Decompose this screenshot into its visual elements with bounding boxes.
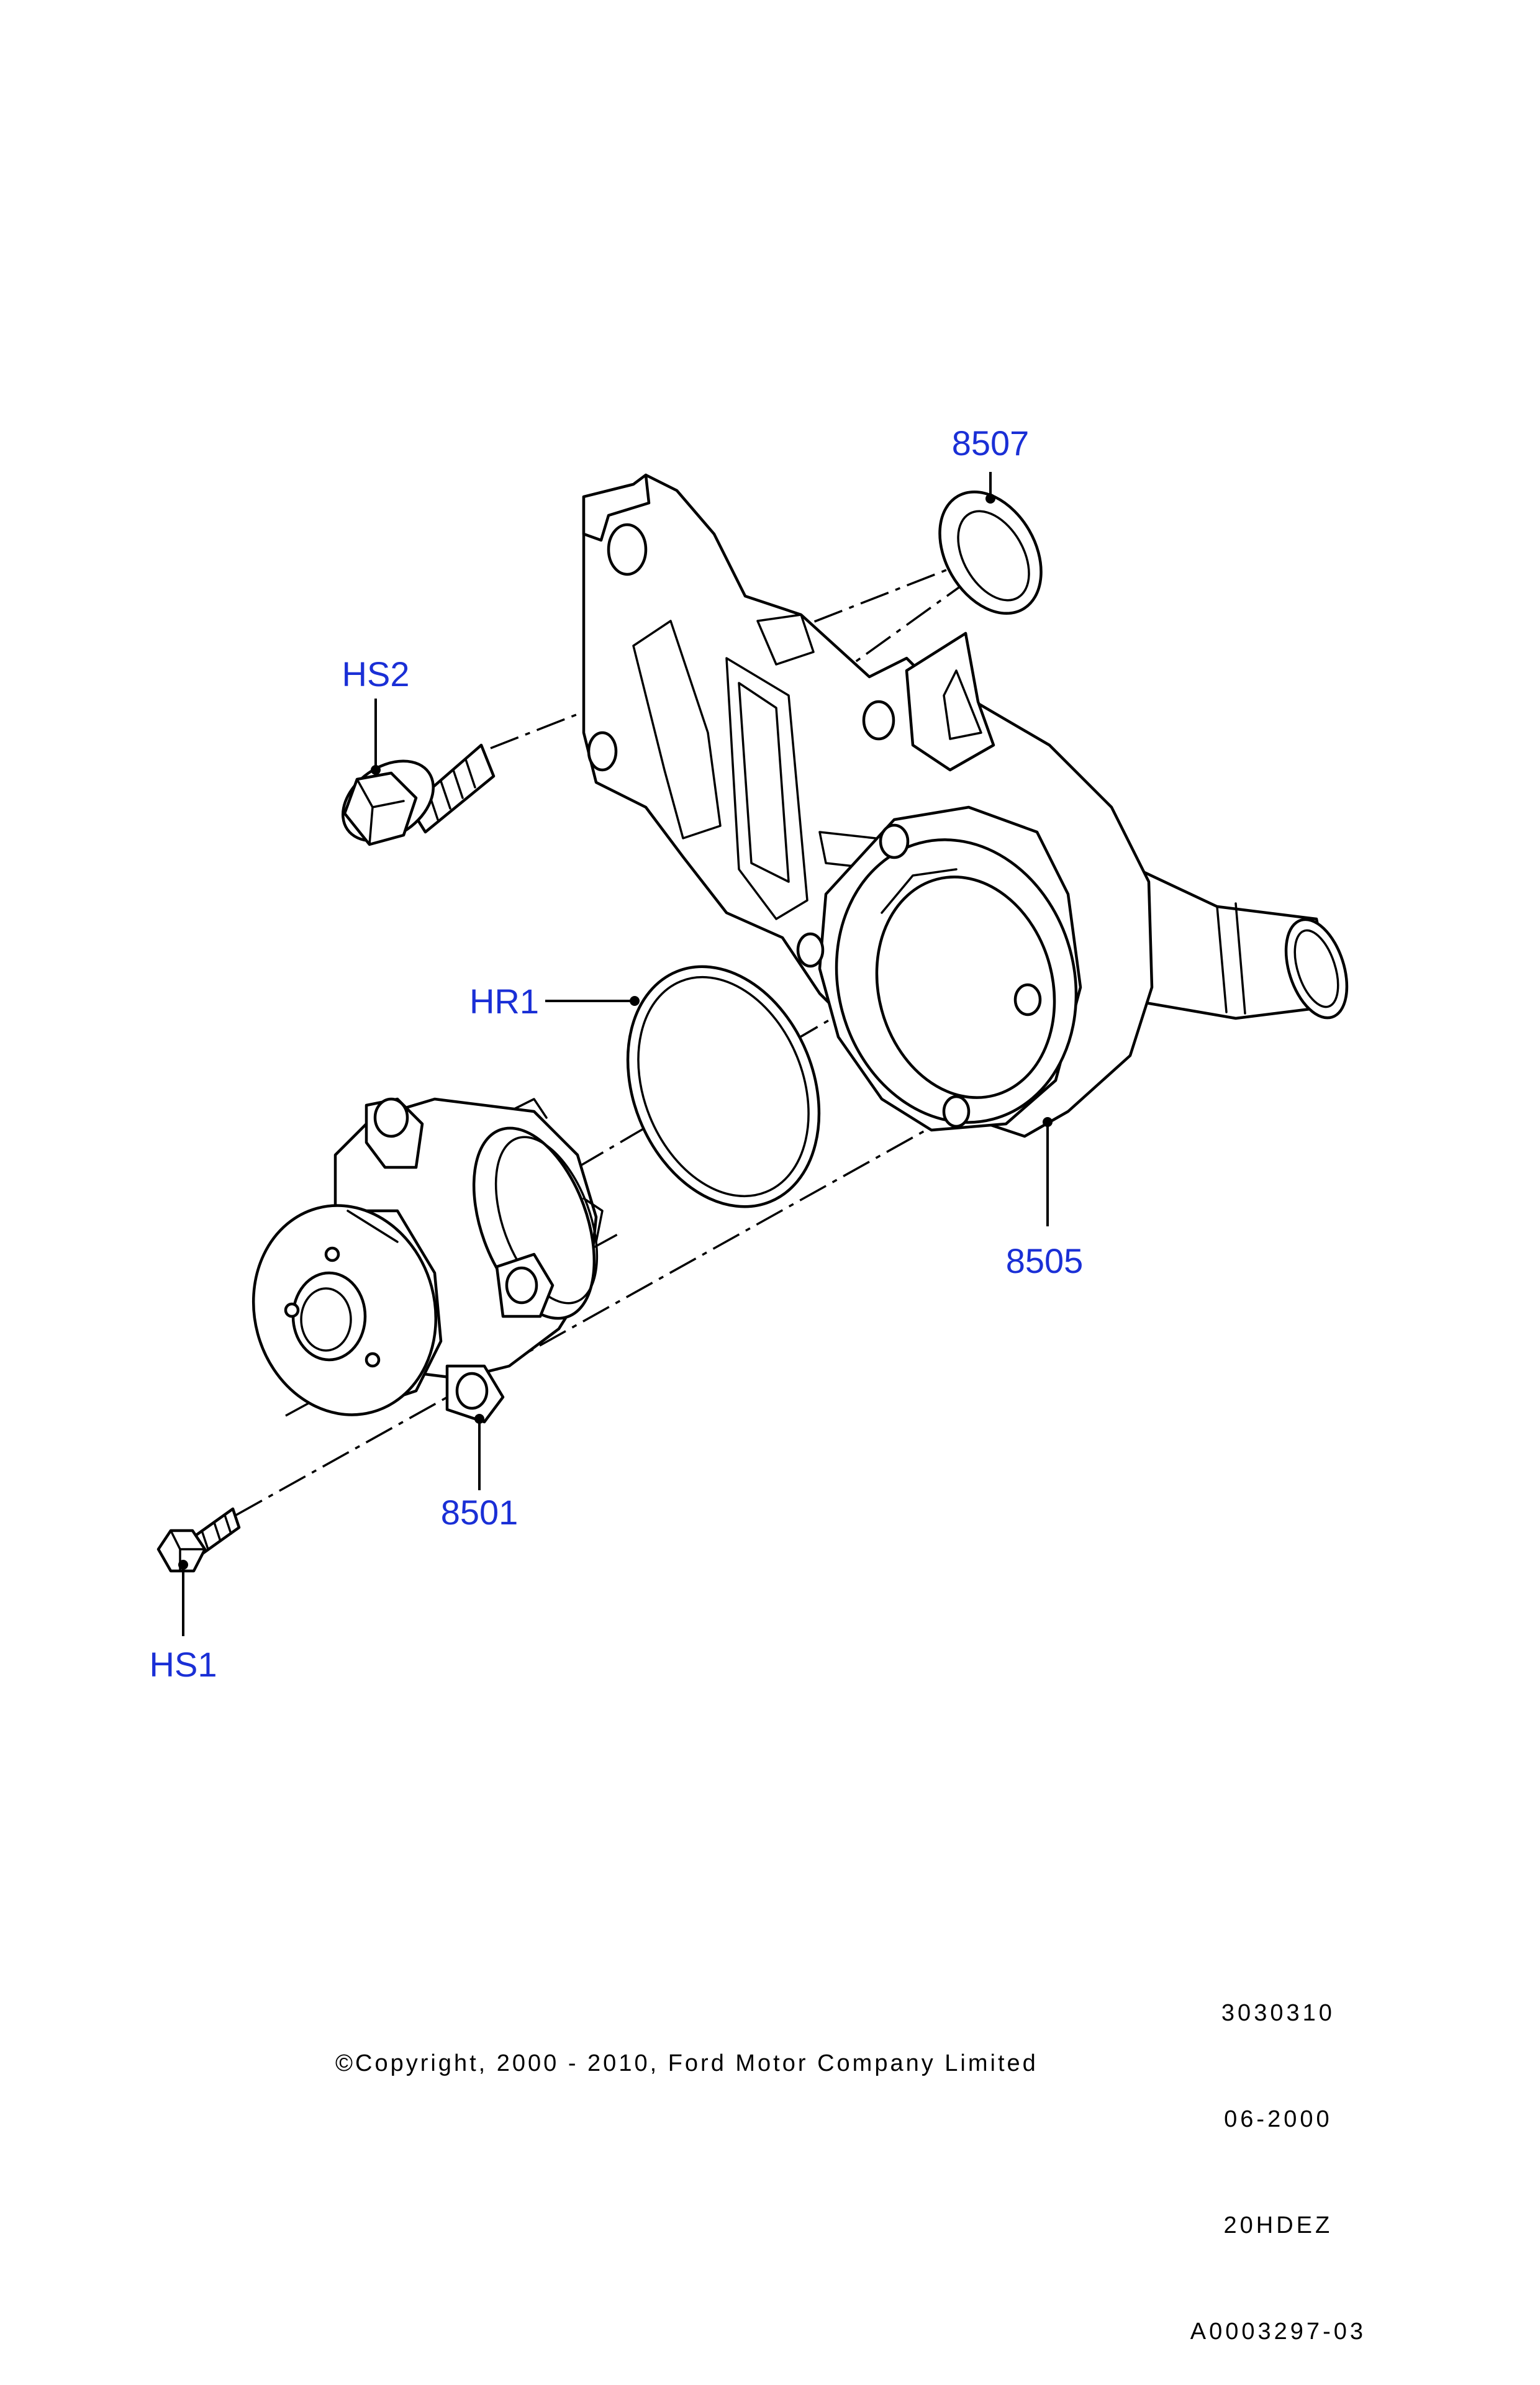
o-ring-hr1 (626, 965, 821, 1208)
reference-number: 3030310 (1221, 2000, 1335, 2026)
leader-hs2 (371, 699, 381, 775)
callout-8507: 8507 (952, 423, 1030, 463)
drawing-id: A0003297-03 (1190, 2319, 1366, 2345)
leader-8501 (474, 1414, 484, 1490)
copyright-notice: ©Copyright, 2000 - 2010, Ford Motor Comp… (335, 2050, 1038, 2076)
seal-ring-8507 (938, 490, 1043, 615)
bolt-hs1 (156, 1507, 241, 1573)
drawing-date: 06-2000 (1224, 2106, 1333, 2132)
water-pump-housing-8505 (582, 473, 1349, 1138)
exploded-parts-diagram: 8507 HS2 HR1 8505 8501 HS1 (150, 423, 1349, 1684)
callout-hr1: HR1 (469, 982, 539, 1021)
bolt-hs2 (342, 743, 496, 846)
leader-8507 (985, 472, 995, 504)
callout-8505: 8505 (1006, 1241, 1084, 1280)
leader-hr1 (545, 996, 640, 1006)
engine-code: 20HDEZ (1223, 2212, 1333, 2238)
drawing-code-block: 3030310 06-2000 20HDEZ A0003297-03 (1190, 1925, 1366, 2385)
callout-hs1: HS1 (150, 1645, 217, 1684)
leader-8505 (1043, 1117, 1053, 1226)
water-pump-8501 (251, 1097, 604, 1424)
callout-hs2: HS2 (342, 654, 410, 694)
callout-8501: 8501 (441, 1493, 519, 1532)
leader-hs1 (178, 1560, 188, 1636)
